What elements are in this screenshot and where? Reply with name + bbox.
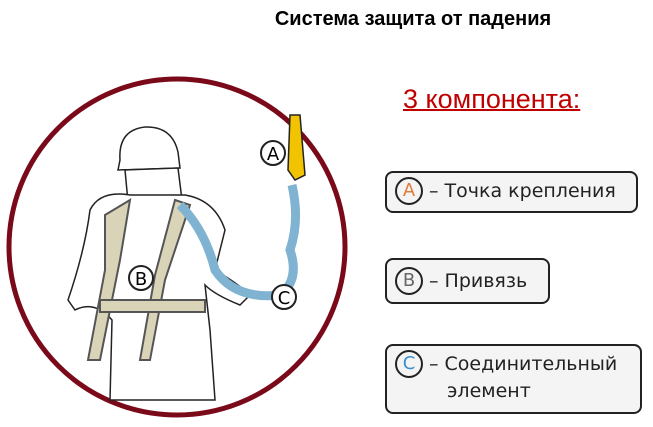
component-c-box: C – Соединительный элемент (385, 344, 642, 414)
component-c-label-line2: элемент (447, 380, 531, 402)
marker-a (260, 140, 286, 166)
letter-a-badge: A (395, 177, 423, 205)
component-a-label: – Точка крепления (429, 180, 616, 202)
svg-text:A: A (267, 144, 280, 165)
anchor-icon (287, 114, 306, 181)
frame-circle (6, 76, 348, 418)
svg-text:B: B (135, 269, 147, 290)
marker-b (128, 265, 154, 291)
letter-c-badge: C (395, 350, 423, 378)
component-b-label: – Привязь (429, 270, 528, 292)
letter-b-badge: B (395, 267, 423, 295)
svg-text:C: C (278, 288, 291, 309)
marker-c (271, 284, 297, 310)
component-a-box: A – Точка крепления (385, 171, 638, 213)
component-c-label: – Соединительный (429, 353, 618, 375)
slide-title: Система защита от падения (274, 8, 552, 30)
hard-hat (117, 126, 181, 171)
component-b-box: B – Привязь (385, 258, 550, 304)
components-heading: 3 компонента: (403, 84, 581, 114)
fall-protection-illustration: A B C (6, 76, 348, 418)
harness-icon (86, 198, 206, 361)
